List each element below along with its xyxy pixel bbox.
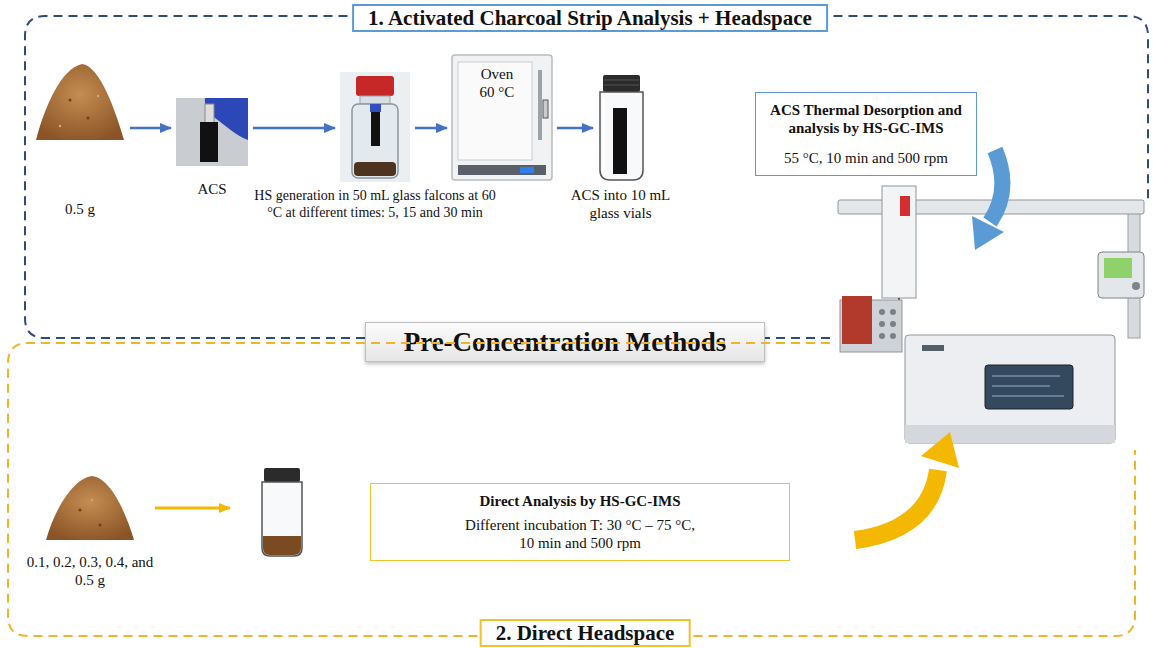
powder-image <box>46 476 134 540</box>
flow-arrow-curved <box>855 432 959 540</box>
panel-heading: 1. Activated Charcoal Strip Analysis + H… <box>352 4 828 32</box>
region-outline <box>25 16 1148 338</box>
step-details: Different incubation T: 30 °C – 75 °C, 1… <box>465 516 695 552</box>
sample-illustration: HS generation in 50 mL glass falcons at … <box>340 72 410 182</box>
oven-illustration: Oven 60 °C <box>452 55 552 180</box>
illustration-caption: ACS <box>182 180 242 198</box>
sample-illustration: ACS into 10 mL glass vials <box>598 75 643 180</box>
caption-holder: 0.1, 0.2, 0.3, 0.4, and 0.5 g <box>20 553 160 589</box>
sample-illustration: 0.1, 0.2, 0.3, 0.4, and 0.5 g <box>45 470 135 545</box>
illustration-caption: 0.5 g <box>40 200 120 218</box>
inner-label-holder: Oven 60 °C <box>472 65 522 101</box>
flow-arrow <box>155 507 230 510</box>
region-dashed-line <box>8 343 1135 636</box>
acs-photo <box>176 98 248 166</box>
powder-image <box>36 64 124 140</box>
step-box: Direct Analysis by HS-GC-IMS Different in… <box>370 483 790 561</box>
illustration-caption: HS generation in 50 mL glass falcons at … <box>250 188 500 222</box>
method-region: 1. Activated Charcoal Strip Analysis + H… <box>25 16 1148 338</box>
vial-image <box>600 75 643 180</box>
caption-holder: HS generation in 50 mL glass falcons at … <box>250 188 500 222</box>
method-region: 2. Direct Headspace0.1, 0.2, 0.3, 0.4, a… <box>8 343 1135 636</box>
step-heading: ACS Thermal Desorption and analysis by H… <box>766 101 966 137</box>
flow-arrow <box>415 127 447 130</box>
oven-label: Oven 60 °C <box>472 65 522 101</box>
illustration-caption: ACS into 10 mL glass vials <box>563 186 678 222</box>
step-details: 55 °C, 10 min and 500 rpm <box>766 149 966 167</box>
sample-illustration: 0.5 g <box>35 55 125 150</box>
oven-image <box>452 55 552 180</box>
falcon-tube <box>340 72 410 182</box>
illustration-caption: 0.1, 0.2, 0.3, 0.4, and 0.5 g <box>20 553 160 589</box>
panel-heading: 2. Direct Headspace <box>480 619 691 647</box>
caption-holder: 0.5 g <box>40 200 120 218</box>
flow-arrow <box>557 127 593 130</box>
caption-holder: ACS into 10 mL glass vials <box>563 186 678 222</box>
flow-arrow <box>130 127 171 130</box>
region-dashed-line <box>25 16 1148 338</box>
step-box: ACS Thermal Desorption and analysis by H… <box>755 92 977 176</box>
caption-holder: ACS <box>182 180 242 198</box>
flow-arrow <box>253 127 335 130</box>
hs-gc-ims-instrument <box>838 186 1144 443</box>
step-heading: Direct Analysis by HS-GC-IMS <box>381 492 779 510</box>
sample-illustration: ACS <box>176 98 248 166</box>
vial-image <box>262 468 302 556</box>
